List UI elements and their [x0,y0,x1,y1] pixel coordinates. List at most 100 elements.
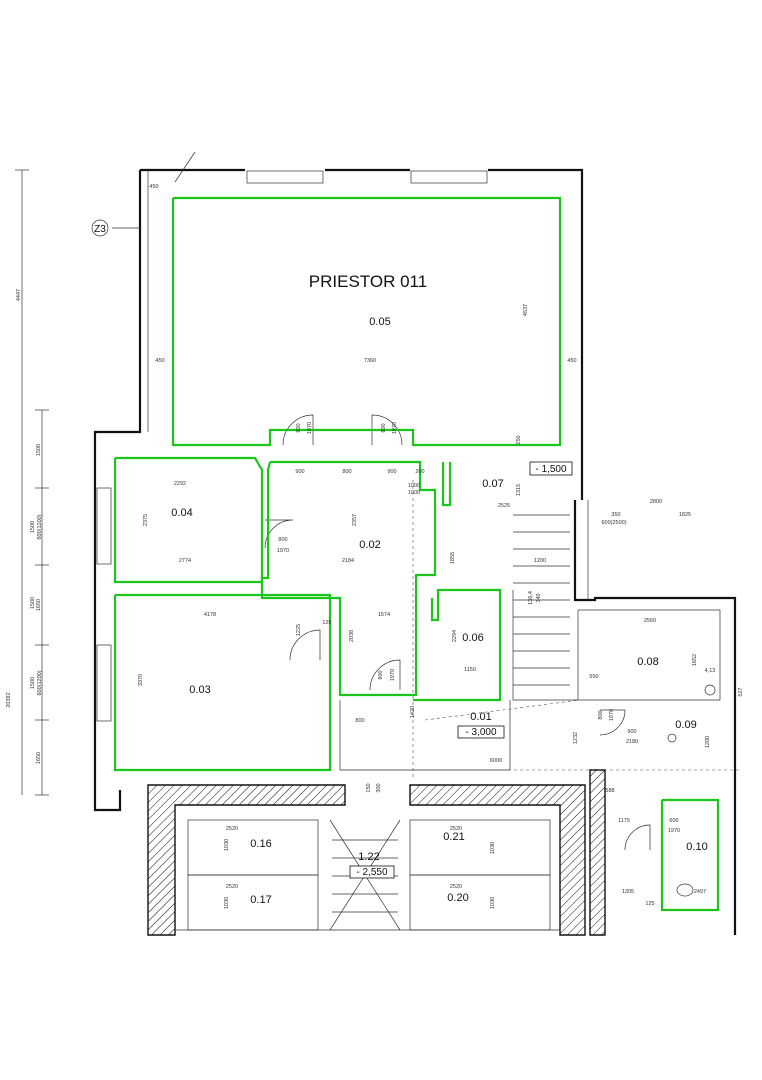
axis-label: Z3 [94,224,106,235]
dimension-label: 588 [605,788,614,794]
dimension-label: 300 [376,783,382,792]
dimension-label: 600(2500) [601,520,626,526]
room-outlines [113,196,720,912]
dimension-label: 800 [278,537,287,543]
dimension-label: 800 [378,670,384,679]
dashed-lines [340,480,740,780]
axis-bubble [91,219,109,237]
dimension-label: 2184 [342,558,354,564]
room-label: 0.05 [369,316,390,328]
level-markers: - 1,500 - 3,000 - 2,550 [349,461,573,879]
room-labels: 0.05 0.04 0.02 0.07 0.03 0.06 0.08 0.01 … [171,316,707,906]
room-label: 0.20 [447,892,468,904]
dimension-label: 3370 [138,674,144,686]
dimension-label: 1970 [609,709,615,721]
dimension-label: 1315 [516,484,522,496]
dimension-label: 1225 [296,624,302,636]
dimension-label: 1030 [490,897,496,909]
dimension-label: 350 [611,512,620,518]
dimension-label: 1825 [679,512,691,518]
dimension-label: 2774 [179,558,191,564]
dimension-label: 800 [355,718,364,724]
room-label: 0.03 [189,684,210,696]
hatched-walls [147,769,606,936]
walls [93,151,737,935]
dimension-label: 1200 [705,736,711,748]
dimension-label: 600(1200) [37,514,43,539]
dimension-label: 250 [516,435,522,444]
room-label: 0.07 [482,478,503,490]
dimension-label: 2292 [174,481,186,487]
dimension-label: 1970 [668,828,680,834]
room-label: 0.06 [462,632,483,644]
room-label: 0.08 [637,656,658,668]
dimension-label: 1500 [36,444,42,456]
dimension-label: 1970 [392,422,398,434]
dimension-label: 2520 [450,826,462,832]
dimension-label: 2800 [650,499,662,505]
dimension-label: 450 [155,358,164,364]
dimension-label: 2357 [352,514,358,526]
dimension-label: 1855 [450,552,456,564]
room-label: 0.21 [443,831,464,843]
left-dimension-column [15,169,140,796]
room-label: 0.16 [250,838,271,850]
dimension-label: 800 [342,469,351,475]
left-dimension-labels: 4447 1500 1500 600(1200) 1650 1500 600(1… [6,289,43,764]
dimension-label: 7360 [364,358,376,364]
dimension-label: 450 [567,358,576,364]
dimension-label: 1420 [410,706,416,718]
dimension-label: 1652 [692,654,698,666]
dimension-label: 800 [296,423,302,432]
dimension-label: 1200 [534,558,546,564]
dimension-label: 2520 [226,884,238,890]
dimension-label: 800 [598,710,604,719]
room-label: 0.10 [686,841,707,853]
dimension-label: 1650 [36,599,42,611]
dimension-label: 2520 [226,826,238,832]
level-label: - 1,500 [535,464,567,475]
dimension-label: 1500 [30,597,36,609]
dimension-label: 1970 [277,548,289,554]
dimension-label: 1970 [390,669,396,681]
dimension-labels: 450 7360 450 4537 450 250 800 1970 800 1970 900 800… [138,184,744,909]
dimension-label: 1650 [36,752,42,764]
dimension-label: 600(1200) [37,670,43,695]
dimension-label: 1030 [224,897,230,909]
dimension-label: 1500 [30,677,36,689]
dimension-label: 4447 [16,289,22,301]
dimension-label: 20392 [6,692,12,707]
dimension-label: 200 [415,469,424,475]
dimension-label: 900 [295,469,304,475]
dimension-label: 1000 [408,490,420,496]
dimension-label: 1000 [408,483,420,489]
dimension-label: 4537 [523,304,529,316]
dimension-label: 2560 [644,618,656,624]
dimension-label: 6000 [490,758,502,764]
room-label: 0.04 [171,507,192,519]
dimension-label: 450 [149,184,158,190]
dimension-label: 1305 [622,889,634,895]
room-label: 0.17 [250,894,271,906]
dimension-label: 2375 [143,514,149,526]
dimension-label: 125 [322,620,331,626]
room-label: 0.02 [359,539,380,551]
dimension-label: 1500 [30,521,36,533]
dimension-label: 150 [366,783,372,792]
dimension-label: 1150 [464,667,476,673]
dimension-label: 136,4 [528,591,534,605]
dimension-label: 1030 [224,839,230,851]
room-label: 0.09 [675,719,696,731]
dimension-label: 1574 [378,612,390,618]
dimension-label: 2520 [450,884,462,890]
level-label: - 3,000 [465,727,497,738]
dimension-label: 2038 [349,630,355,642]
dimension-label: 4,13 [705,668,716,674]
plan-title: PRIESTOR 011 [309,272,427,291]
level-label: - 2,550 [356,867,388,878]
dimension-label: 2294 [452,630,458,642]
dimension-label: 600 [669,818,678,824]
dimension-label: 2180 [626,739,638,745]
dimension-label: 2497 [694,889,706,895]
